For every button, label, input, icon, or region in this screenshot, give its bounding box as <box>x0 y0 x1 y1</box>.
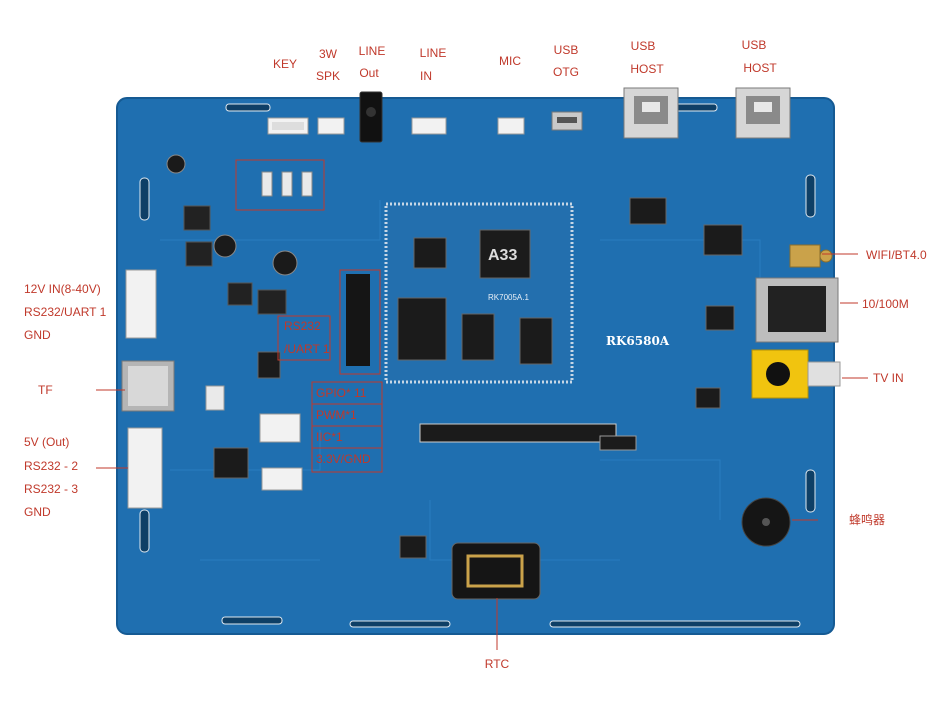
mic-connector <box>497 117 525 135</box>
ic-chip <box>599 435 637 451</box>
mount-slot <box>139 177 150 221</box>
capacitor <box>166 154 298 276</box>
label-rs232-uart1: RS232/UART 1 <box>24 305 107 319</box>
mount-slot <box>221 616 283 625</box>
mount-slot <box>672 103 718 112</box>
usb-host-port-2 <box>735 87 791 139</box>
label-line-out-1: LINE <box>358 44 386 58</box>
mount-slot <box>549 620 801 628</box>
key-buttons <box>235 159 325 211</box>
label-gnd-top: GND <box>24 328 51 342</box>
lcd-connector <box>419 423 617 443</box>
mount-slot <box>139 509 150 553</box>
leader-lines <box>96 253 868 650</box>
ic-chip <box>399 535 427 559</box>
label-rs232-2: RS232 - 2 <box>24 459 79 473</box>
label-gnd-bottom: GND <box>24 505 51 519</box>
rs232-connector <box>127 427 163 509</box>
line-in-connector <box>411 117 447 135</box>
tv-in-port <box>751 349 841 399</box>
inductor <box>185 241 213 267</box>
usb-host-port-1 <box>623 87 679 139</box>
core-module <box>384 202 574 384</box>
ic-chip <box>257 351 281 379</box>
key-header <box>267 117 309 135</box>
label-key: KEY <box>272 57 298 71</box>
label-rtc: RTC <box>484 657 510 671</box>
mount-slot <box>805 174 816 218</box>
mount-slot <box>805 469 816 513</box>
mount-slot <box>225 103 271 112</box>
label-box-power: 3.3V/GND <box>316 452 371 466</box>
label-spk-2: SPK <box>315 69 341 83</box>
inductor <box>257 289 287 315</box>
label-power-in: 12V IN(8-40V) <box>24 282 101 296</box>
inductor <box>227 282 253 306</box>
label-usb-host1-2: HOST <box>630 62 664 76</box>
header-socket <box>259 413 301 443</box>
ethernet-port <box>755 277 839 343</box>
buzzer <box>741 497 791 547</box>
label-box-uart1: /UART 1 <box>284 342 330 356</box>
speaker-connector <box>317 117 345 135</box>
label-box-pwm: PWM*1 <box>316 408 357 422</box>
label-ethernet: 10/100M <box>862 297 909 311</box>
label-usb-host1-1: USB <box>630 39 656 53</box>
label-rs232-3: RS232 - 3 <box>24 482 79 496</box>
label-box-iic: IIC*1 <box>316 430 343 444</box>
wifi-antenna-connector <box>789 244 833 268</box>
board-model-silkscreen: RK6580A <box>606 334 670 348</box>
cpu-marking: A33 <box>488 247 517 264</box>
mount-slot <box>349 620 451 628</box>
usb-otg-port <box>551 111 583 131</box>
module-marking: RK7005A.1 <box>488 293 529 302</box>
tf-card-slot <box>121 360 175 412</box>
usb-hub-chip <box>629 197 667 225</box>
label-usb-otg-1: USB <box>553 43 579 57</box>
ethernet-phy-chip <box>705 305 735 331</box>
label-tv-in: TV IN <box>873 371 904 385</box>
label-usb-otg-2: OTG <box>553 65 579 79</box>
label-spk-1: 3W <box>319 47 337 61</box>
label-tf: TF <box>38 383 53 397</box>
label-5v-out: 5V (Out) <box>24 435 70 449</box>
label-usb-host2-2: HOST <box>743 61 777 75</box>
label-mic: MIC <box>499 54 521 68</box>
gpio-header <box>339 269 381 375</box>
label-box-gpio: GPIO* 11 <box>316 386 367 400</box>
power-uart-connector <box>125 269 157 339</box>
header-socket <box>261 467 303 491</box>
ic-chip <box>695 387 721 409</box>
wifi-module <box>703 224 743 256</box>
inductor <box>183 205 211 231</box>
label-box-rs232: RS232 <box>284 319 321 333</box>
label-line-in-2: IN <box>420 69 432 83</box>
ic-chip <box>213 447 249 479</box>
peripheral-box <box>311 381 383 473</box>
rtc-battery-holder <box>451 542 541 600</box>
label-buzzer: 蜂鸣器 <box>849 513 886 527</box>
label-line-in-1: LINE <box>419 46 447 60</box>
label-wifi: WIFI/BT4.0 <box>866 248 927 262</box>
label-line-out-2: Out <box>359 66 379 80</box>
label-usb-host2-1: USB <box>741 38 767 52</box>
rs232-box <box>277 315 331 361</box>
line-out-jack <box>359 91 383 143</box>
pin-header <box>205 385 225 411</box>
